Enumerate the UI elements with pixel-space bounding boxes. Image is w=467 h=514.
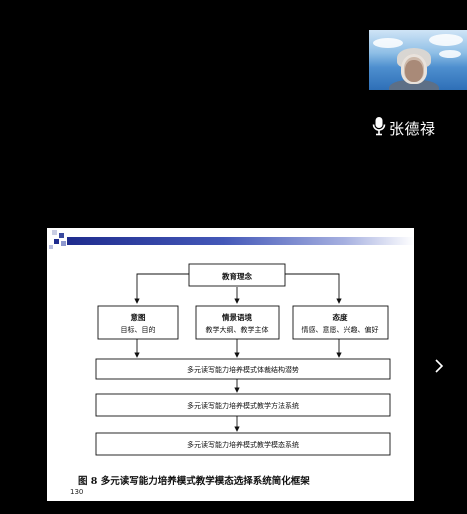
row-box-modality (95, 432, 391, 456)
column-box-intent (97, 305, 179, 340)
participant-name-label: 张德禄 (372, 116, 436, 140)
participant-name: 张德禄 (389, 119, 436, 138)
participant-video-tile[interactable] (369, 30, 467, 90)
cloud-shape (439, 50, 461, 58)
slide-decor-square (52, 230, 57, 235)
row-box-genre (95, 358, 391, 380)
slide-decor-square (54, 239, 59, 244)
cloud-shape (373, 38, 403, 48)
slide-title-bar (67, 237, 414, 245)
page-number: 130 (70, 488, 84, 496)
column-box-attitude (292, 305, 389, 340)
figure-caption: 图 8 多元读写能力培养模式教学模态选择系统简化框架 (78, 476, 310, 487)
row-label-method: 多元读写能力培养模式教学方法系统 (187, 401, 299, 410)
slide-decor-square (59, 233, 64, 238)
shared-slide: 教育理念 意图 目标、目的 情景语境 教学大纲、教学主体 态度 情感、意愿、兴趣… (47, 228, 414, 501)
column-title-context: 情景语境 (221, 312, 252, 322)
philosophy-box-label: 教育理念 (221, 271, 252, 281)
column-box-context (195, 305, 280, 340)
participant-shirt (389, 80, 439, 90)
slide-decor-square (61, 241, 66, 246)
column-title-intent: 意图 (131, 312, 146, 322)
framework-diagram: 教育理念 意图 目标、目的 情景语境 教学大纲、教学主体 态度 情感、意愿、兴趣… (95, 263, 391, 456)
column-detail-context: 教学大纲、教学主体 (206, 325, 269, 334)
participant-face (405, 60, 423, 82)
row-box-method (95, 393, 391, 417)
chevron-right-icon (435, 359, 444, 373)
column-detail-intent: 目标、目的 (121, 325, 156, 334)
microphone-icon[interactable] (372, 116, 386, 140)
next-slide-button[interactable] (430, 354, 448, 378)
column-title-attitude: 态度 (333, 312, 348, 322)
row-label-modality: 多元读写能力培养模式教学模态系统 (187, 440, 299, 449)
philosophy-box (188, 263, 286, 287)
column-detail-attitude: 情感、意愿、兴趣、偏好 (302, 325, 379, 334)
slide-decor-square (49, 245, 53, 249)
row-label-genre: 多元读写能力培养模式体裁结构潜势 (187, 365, 299, 374)
cloud-shape (429, 34, 463, 46)
